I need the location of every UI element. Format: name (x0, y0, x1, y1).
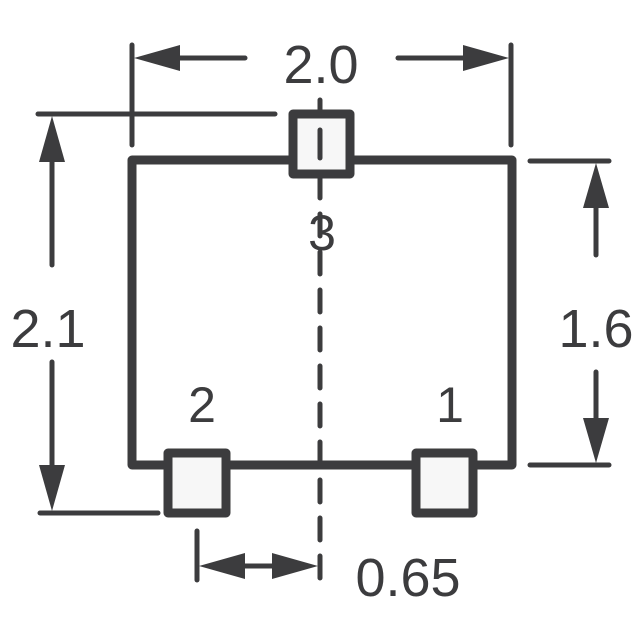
pin-label-3: 3 (308, 205, 336, 261)
arrow-down-icon (39, 465, 65, 511)
pad-2 (163, 448, 231, 518)
pin-label-2: 2 (188, 377, 216, 433)
dim-width-label: 2.0 (283, 35, 358, 95)
pin-label-1: 1 (436, 377, 464, 433)
arrow-up-icon (39, 116, 65, 162)
dim-body-height-label: 1.6 (558, 299, 633, 359)
pad-1 (411, 448, 478, 518)
arrowheads (39, 45, 609, 579)
dim-pitch-label: 0.65 (355, 548, 460, 608)
arrow-right-icon (272, 553, 318, 579)
arrow-up-icon (583, 163, 609, 208)
dim-height-label: 2.1 (10, 299, 85, 359)
arrow-left-icon (199, 553, 245, 579)
arrow-left-icon (134, 45, 180, 71)
arrow-right-icon (463, 45, 509, 71)
arrow-down-icon (583, 418, 609, 463)
pad-3 (288, 109, 355, 179)
